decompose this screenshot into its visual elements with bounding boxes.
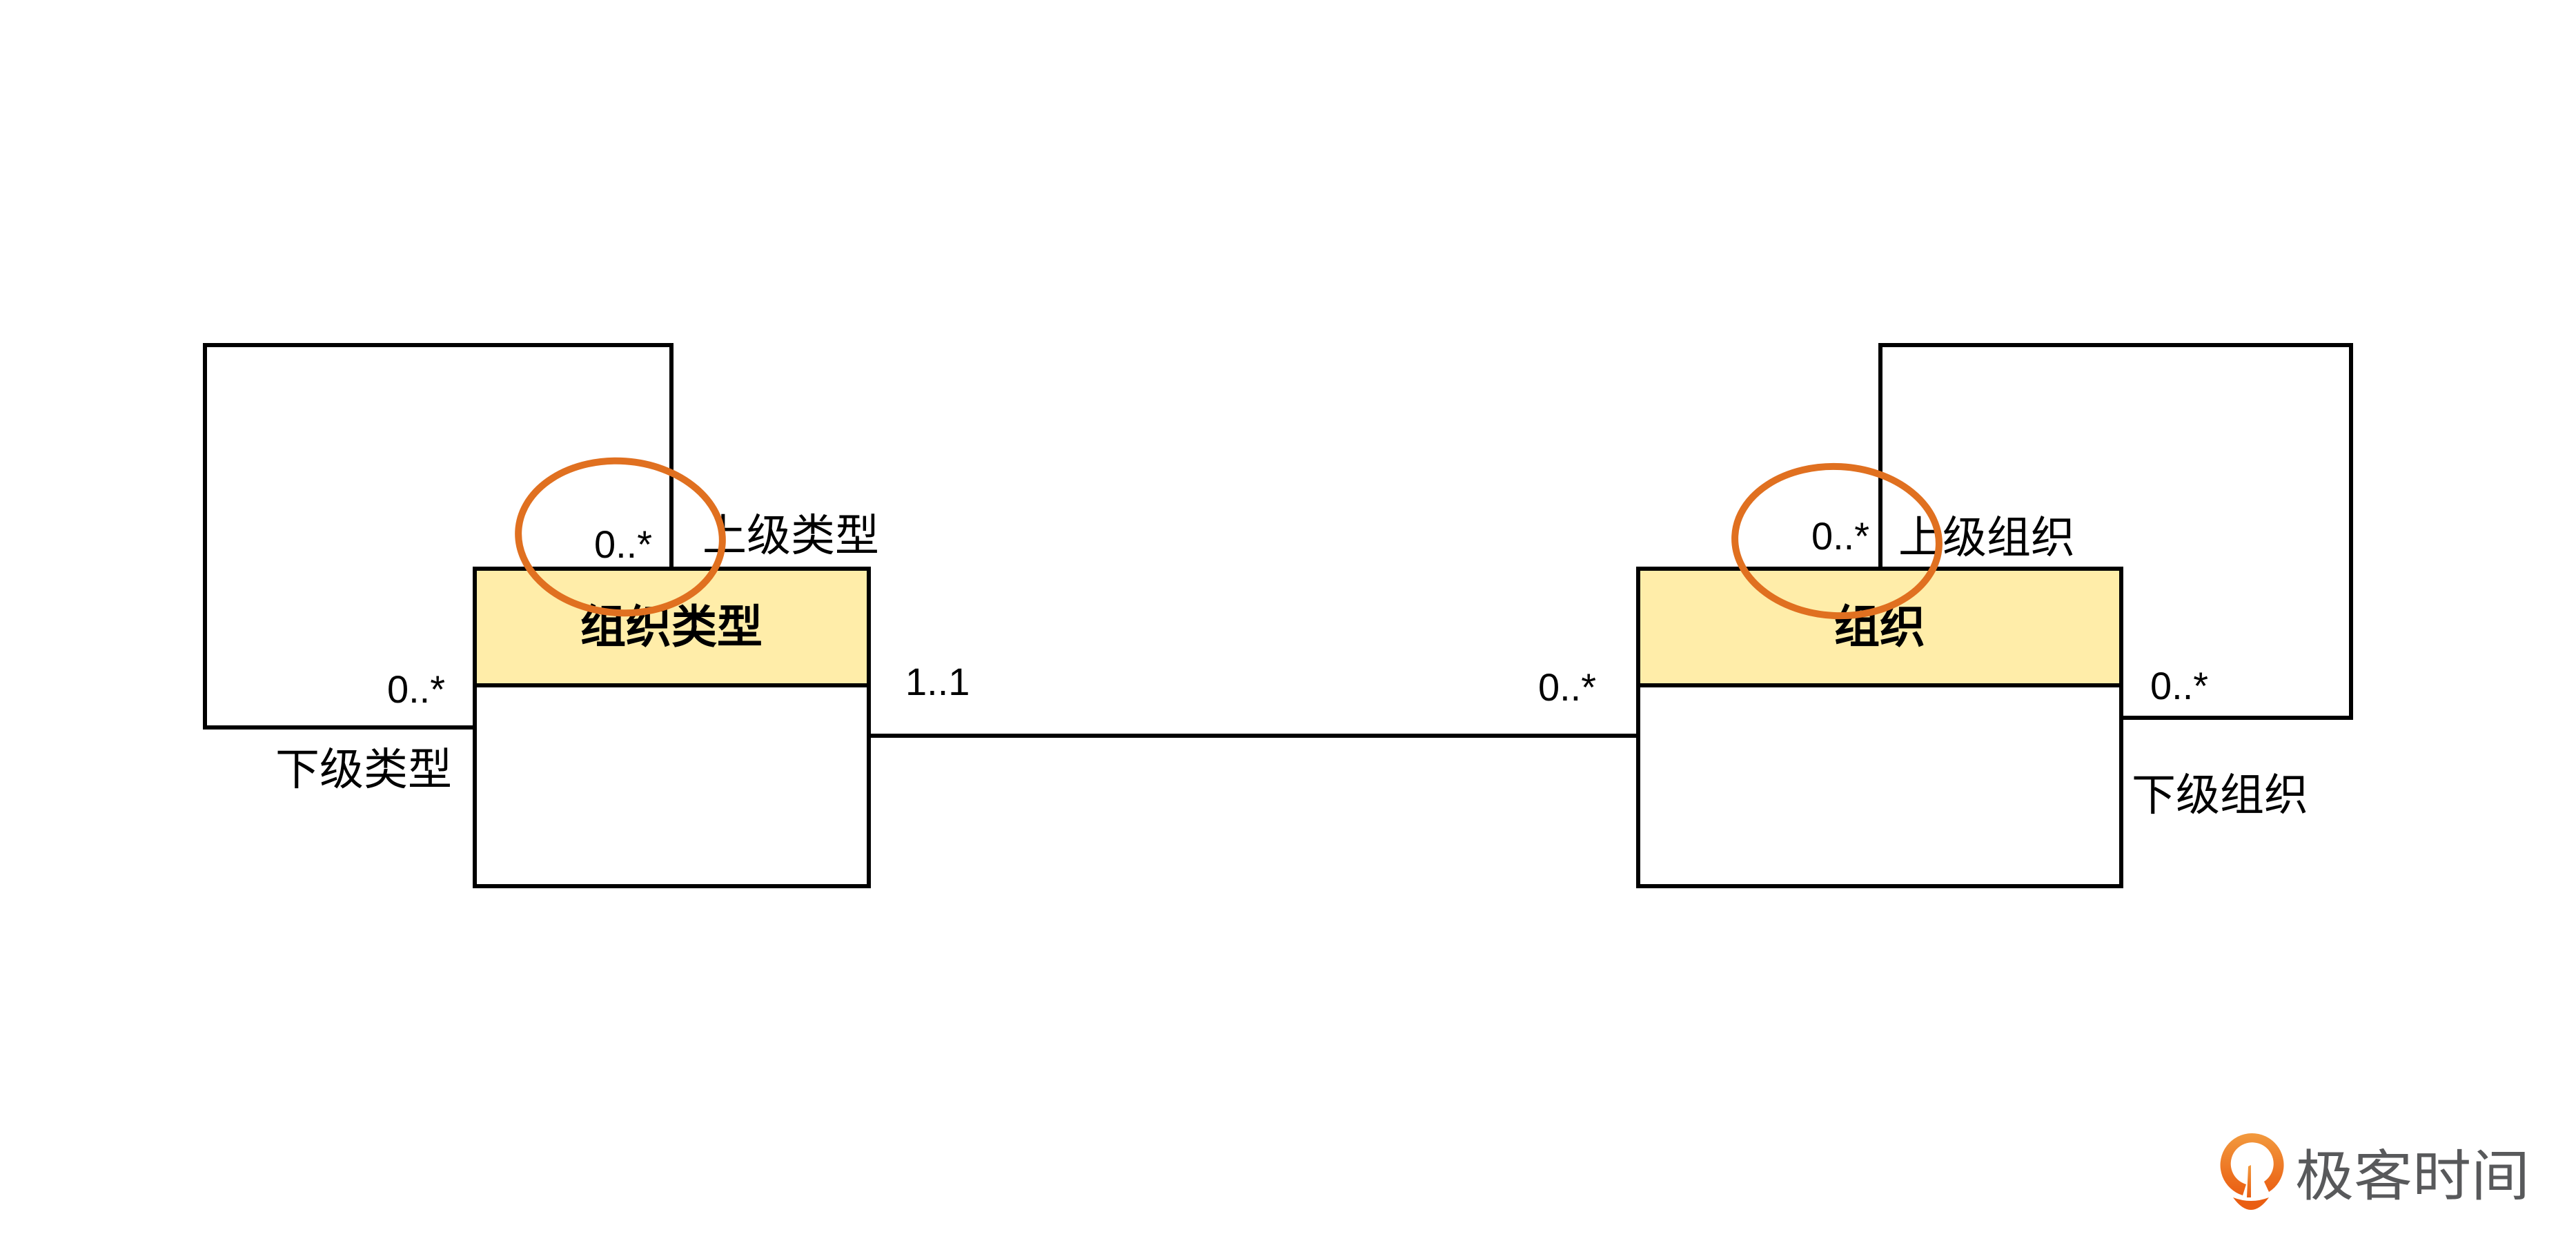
brand-logo: 极客时间 xyxy=(2220,1133,2530,1210)
org-parent-role: 上级组织 xyxy=(1898,513,2075,564)
org-type-self-association xyxy=(203,343,674,730)
brand-name: 极客时间 xyxy=(2295,1144,2530,1208)
org-end-multiplicity: 0..* xyxy=(1538,665,1596,709)
type-end-multiplicity: 1..1 xyxy=(905,660,970,703)
class-org-type-body xyxy=(473,683,871,888)
org-type-child-multiplicity: 0..* xyxy=(387,667,445,711)
org-type-parent-multiplicity: 0..* xyxy=(594,522,652,566)
class-org-type[interactable]: 组织类型 xyxy=(473,567,871,888)
geektime-logo-icon xyxy=(2220,1133,2284,1210)
class-org[interactable]: 组织 xyxy=(1636,567,2123,888)
class-org-type-header xyxy=(473,567,871,687)
org-self-association xyxy=(1878,343,2353,720)
class-org-body xyxy=(1636,683,2123,888)
class-org-type-title: 组织类型 xyxy=(580,600,763,654)
org-child-role: 下级组织 xyxy=(2132,770,2308,821)
org-type-child-role: 下级类型 xyxy=(275,745,452,796)
highlight-ellipse-org-type-parent xyxy=(515,457,726,617)
org-parent-multiplicity: 0..* xyxy=(1811,514,1869,558)
class-org-header xyxy=(1636,567,2123,687)
org-type-parent-role: 上级类型 xyxy=(702,511,879,562)
org-child-multiplicity: 0..* xyxy=(2150,664,2208,707)
highlight-ellipse-org-parent xyxy=(1731,462,1943,620)
